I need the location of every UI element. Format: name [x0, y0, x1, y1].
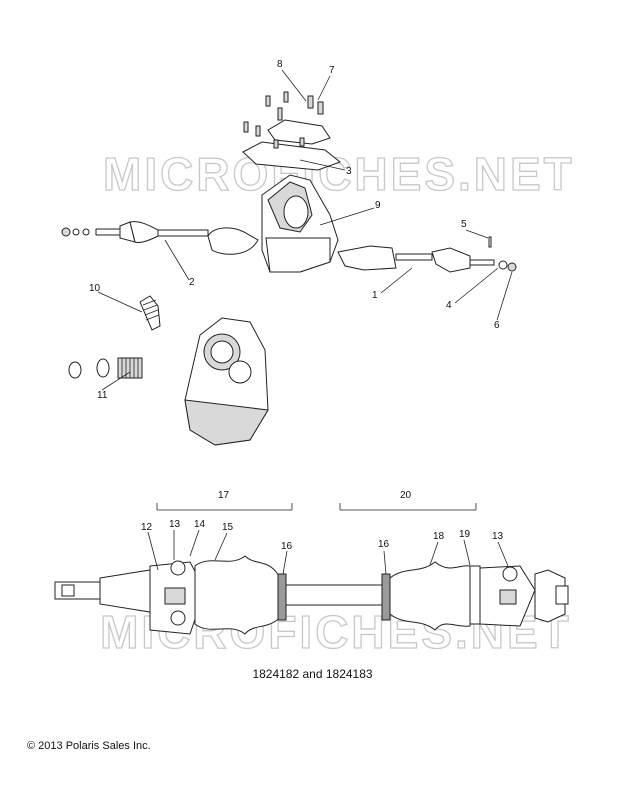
diagram-caption: 1824182 and 1824183 — [252, 667, 373, 681]
callout-6: 6 — [494, 320, 500, 331]
callout-17: 17 — [218, 490, 230, 501]
callout-19: 19 — [459, 529, 471, 540]
callout-16: 16 — [281, 541, 293, 552]
callout-13: 13 — [169, 519, 181, 530]
callout-16b: 16 — [378, 539, 390, 550]
axle-assembly — [54, 503, 569, 635]
callout-13b: 13 — [492, 531, 504, 542]
callout-15: 15 — [222, 522, 234, 533]
callout-4: 4 — [446, 300, 452, 311]
callout-14: 14 — [194, 519, 206, 530]
callout-18: 18 — [433, 531, 445, 542]
copyright-notice: © 2013 Polaris Sales Inc. — [27, 740, 151, 752]
callout-8: 8 — [277, 59, 283, 70]
leader-lines — [97, 69, 513, 575]
callout-labels: 1 2 3 4 5 6 7 8 9 10 11 12 13 14 15 16 1… — [89, 59, 504, 552]
callout-10: 10 — [89, 283, 101, 294]
callout-2: 2 — [189, 277, 195, 288]
bolt-group — [243, 91, 324, 149]
gearcase-cutaway — [68, 295, 269, 446]
left-half-shaft — [61, 221, 259, 255]
right-half-shaft — [337, 236, 517, 273]
callout-12: 12 — [141, 522, 153, 533]
mounting-bracket-assembly — [242, 91, 342, 171]
callout-11: 11 — [97, 390, 108, 401]
callout-7: 7 — [329, 65, 335, 76]
callout-5: 5 — [461, 219, 467, 230]
callout-1: 1 — [372, 290, 378, 301]
callout-9: 9 — [375, 200, 381, 211]
callout-3: 3 — [346, 166, 352, 177]
watermark-top: MICROFICHES.NET — [103, 148, 575, 200]
front-gearcase — [261, 174, 339, 273]
callout-20: 20 — [400, 490, 412, 501]
